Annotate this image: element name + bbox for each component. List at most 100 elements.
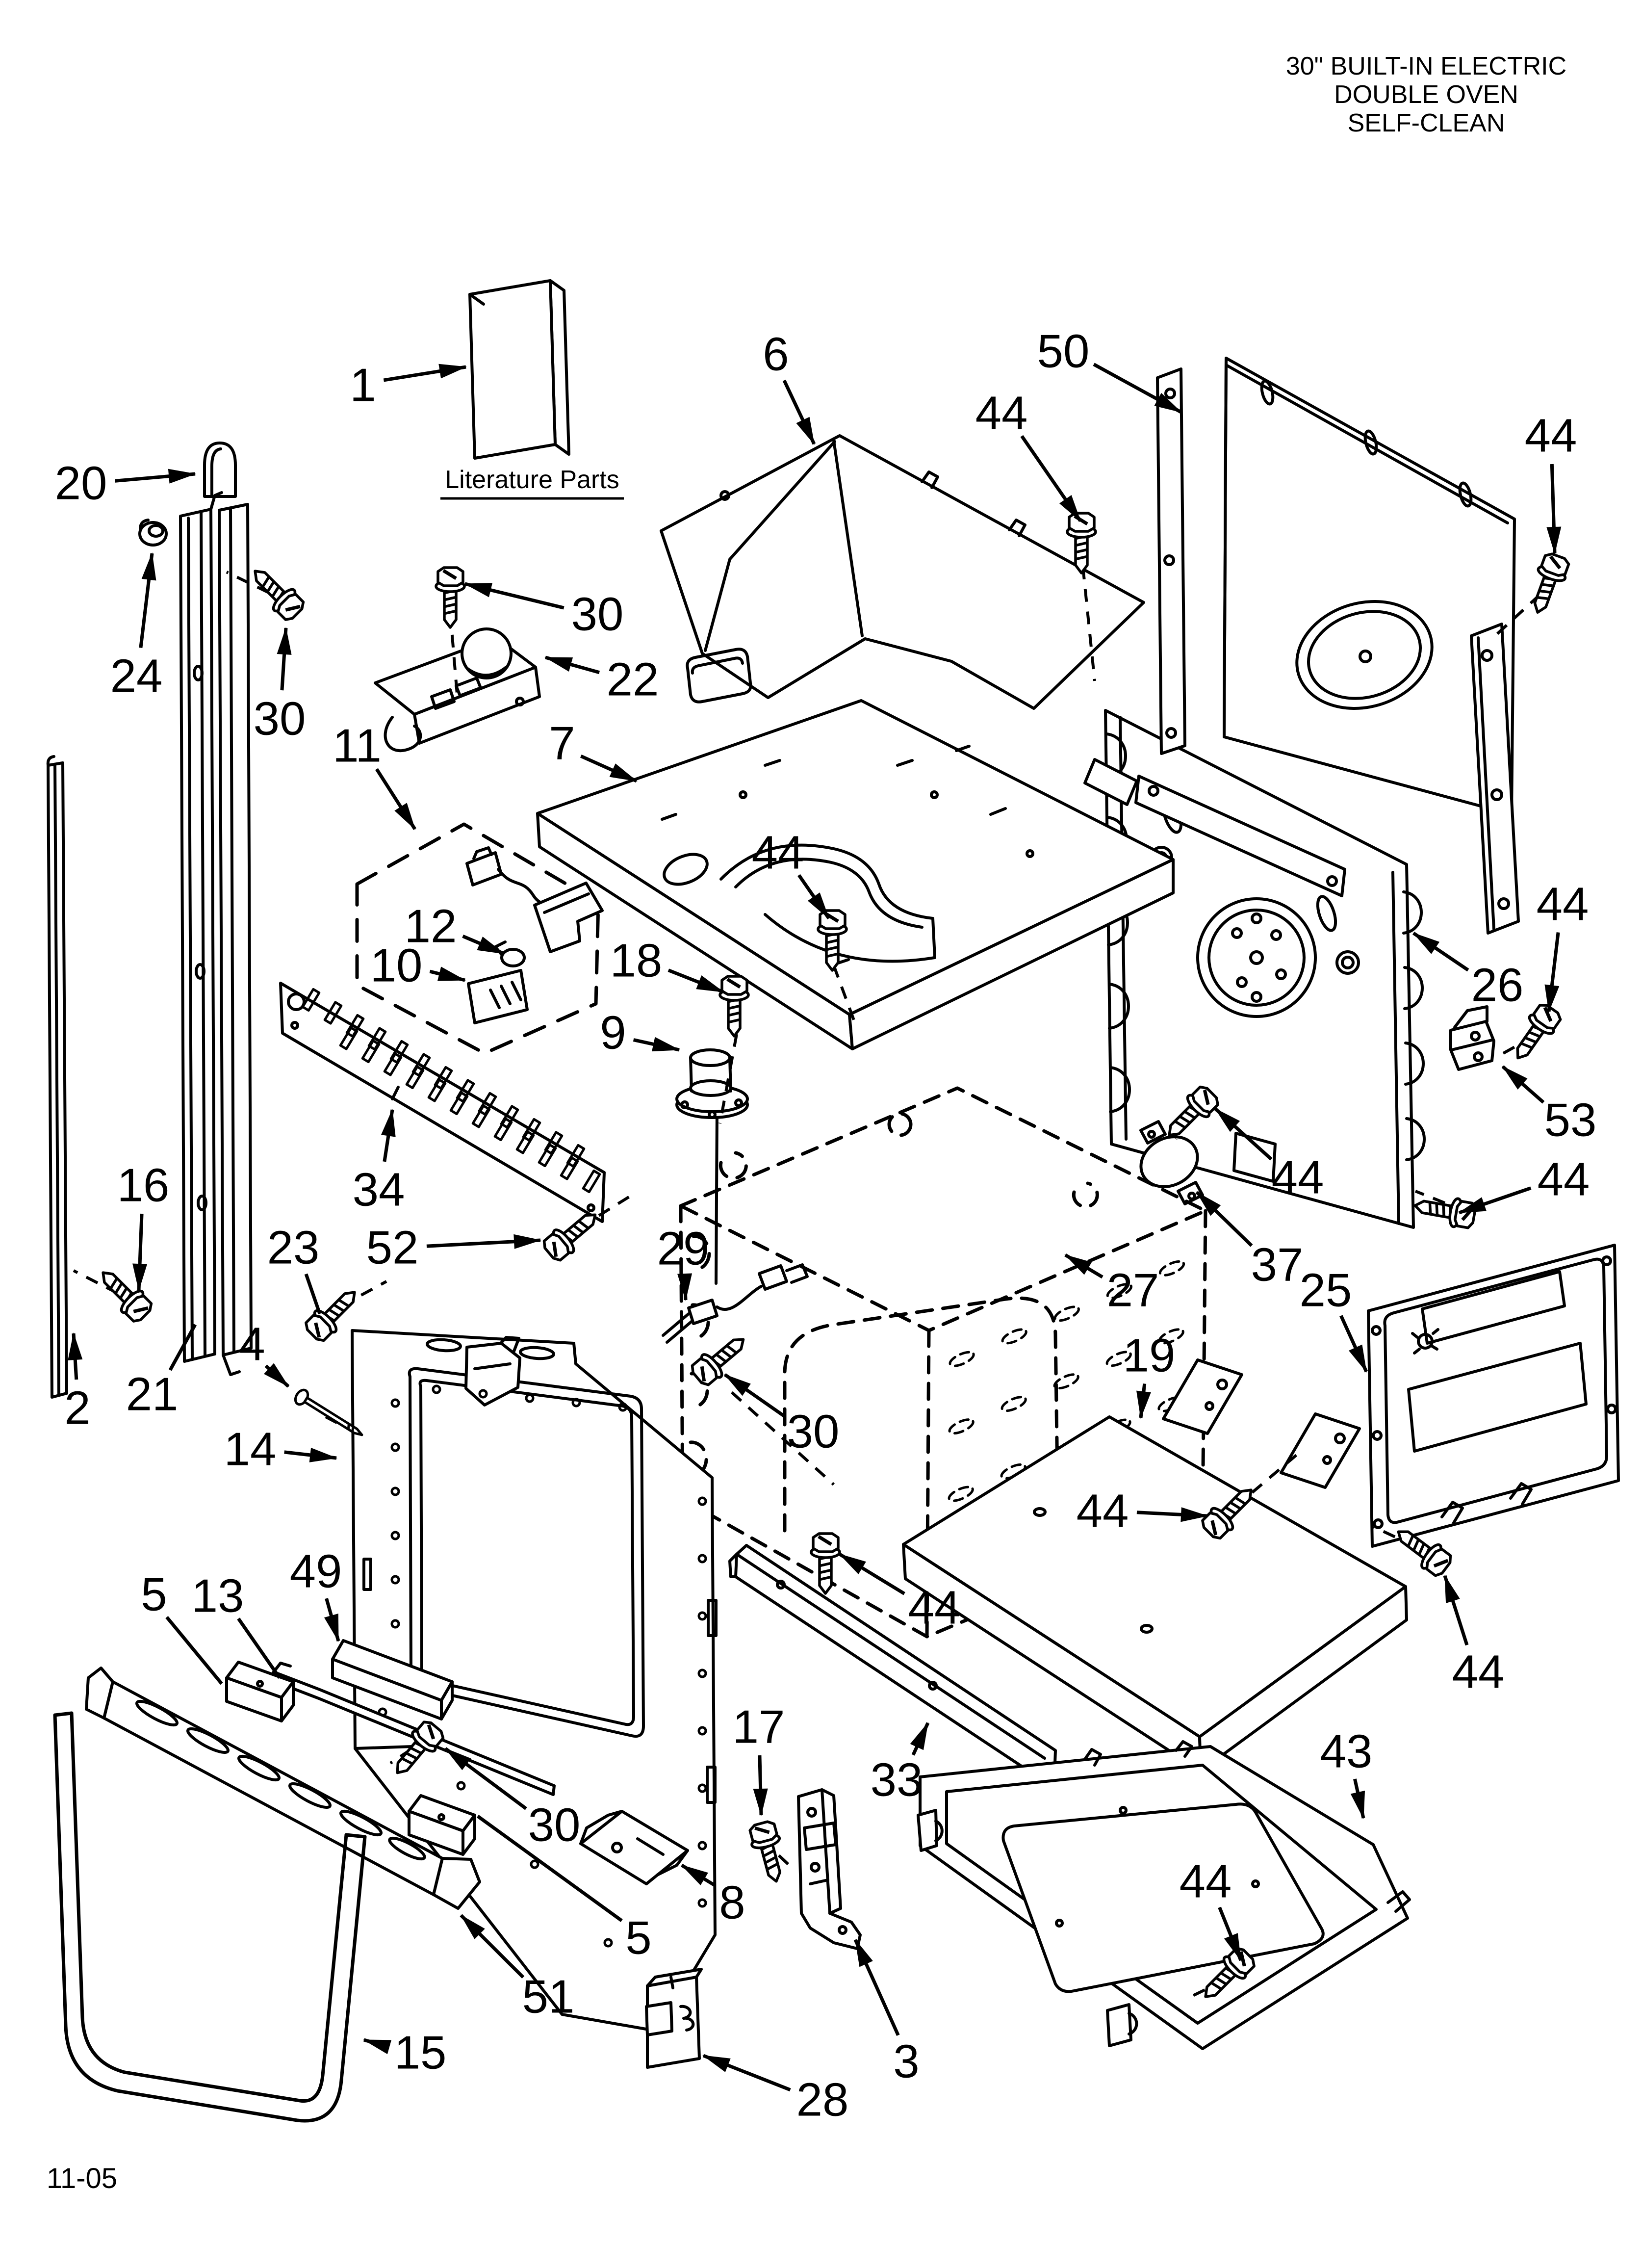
leader-line-44 bbox=[1546, 464, 1562, 554]
leader-line-43 bbox=[1350, 1778, 1365, 1819]
grille-slot bbox=[389, 1040, 409, 1064]
part-number-label-30: 30 bbox=[787, 1406, 840, 1458]
leader-line-49 bbox=[324, 1598, 340, 1642]
part-43-bottom-tray bbox=[917, 1740, 1411, 2050]
part-22-door-latch-assembly bbox=[374, 627, 541, 752]
frame-hole bbox=[697, 1611, 707, 1621]
part-number-label-4: 4 bbox=[239, 1318, 265, 1371]
part-number-label-44: 44 bbox=[908, 1582, 961, 1634]
leader-line-27 bbox=[1064, 1253, 1103, 1279]
part-number-label-8: 8 bbox=[719, 1877, 745, 1929]
frame-hole bbox=[390, 1486, 400, 1496]
screw-icon bbox=[436, 568, 464, 627]
part-5-spacer-block-right bbox=[408, 1794, 476, 1856]
leader-line-7 bbox=[580, 755, 638, 783]
part-number-label-44: 44 bbox=[1452, 1646, 1505, 1698]
leader-line-16 bbox=[132, 1213, 148, 1291]
part-27-oven-cavity bbox=[679, 1086, 1207, 1639]
leader-line-18 bbox=[667, 968, 724, 994]
part-number-label-18: 18 bbox=[610, 935, 663, 987]
part-21-side-trim-channels bbox=[179, 491, 253, 1376]
leader-line-21 bbox=[168, 1324, 197, 1371]
part-10-light-lens bbox=[467, 969, 529, 1024]
screw-icon bbox=[688, 1329, 752, 1389]
frame-hole bbox=[697, 1726, 707, 1736]
grille-slot bbox=[478, 1092, 497, 1116]
leader-line-1 bbox=[383, 364, 467, 382]
frame-hole bbox=[697, 1496, 707, 1506]
part-11-kit-dashed-box bbox=[355, 822, 600, 1055]
part-number-label-16: 16 bbox=[117, 1159, 170, 1212]
leader-line-44 bbox=[1214, 1107, 1273, 1161]
frame-hole bbox=[697, 1898, 707, 1908]
leader-line-51 bbox=[460, 1914, 525, 1979]
frame-hole bbox=[571, 1398, 581, 1408]
leader-line-19 bbox=[1136, 1383, 1151, 1419]
frame-hole bbox=[390, 1531, 400, 1540]
part-7-top-panel bbox=[536, 699, 1175, 1050]
leader-line-53 bbox=[1501, 1065, 1545, 1104]
leader-line-5 bbox=[165, 1616, 223, 1685]
leader-line-12 bbox=[462, 935, 505, 956]
part-34-vent-grille bbox=[279, 982, 606, 1223]
grille-slot bbox=[339, 1026, 359, 1050]
frame-hole bbox=[390, 1619, 400, 1629]
part-20-trim-end-cap bbox=[203, 442, 237, 498]
part-number-label-2: 2 bbox=[64, 1382, 90, 1434]
cavity-slot bbox=[1158, 1260, 1185, 1277]
grille-slot bbox=[361, 1039, 381, 1064]
cavity-slot bbox=[948, 1418, 975, 1435]
part-number-label-26: 26 bbox=[1471, 959, 1524, 1012]
screw-icon bbox=[720, 976, 748, 1036]
part-53-clip bbox=[1449, 1005, 1495, 1071]
frame-hole bbox=[697, 1783, 707, 1793]
part-number-label-30: 30 bbox=[528, 1799, 581, 1851]
grille-slot bbox=[500, 1105, 519, 1129]
frame-hole bbox=[603, 1938, 613, 1948]
grille-slot bbox=[449, 1091, 469, 1116]
frame-hole bbox=[697, 1554, 707, 1564]
grille-slot bbox=[405, 1065, 425, 1090]
leader-line-34 bbox=[381, 1109, 396, 1162]
part-number-label-22: 22 bbox=[607, 653, 659, 706]
frame-hole bbox=[478, 1389, 488, 1399]
part-6-heat-shield bbox=[660, 434, 1145, 710]
leader-line-8 bbox=[681, 1864, 717, 1887]
frame-hole bbox=[456, 1781, 466, 1791]
part-15-door-gasket bbox=[53, 1711, 367, 2123]
leader-line-30 bbox=[464, 582, 564, 610]
part-number-label-44: 44 bbox=[975, 387, 1028, 440]
leader-line-44 bbox=[839, 1553, 905, 1595]
title-line-1: 30" BUILT-IN ELECTRIC bbox=[1286, 52, 1566, 80]
frame-hole bbox=[390, 1575, 400, 1585]
leader-line-4 bbox=[264, 1363, 290, 1388]
part-2-side-trim-strip bbox=[46, 755, 68, 1399]
part-number-label-44: 44 bbox=[752, 827, 804, 879]
part-number-label-44: 44 bbox=[1272, 1151, 1324, 1204]
part-number-label-3: 3 bbox=[893, 2035, 919, 2088]
part-number-label-44: 44 bbox=[1180, 1855, 1232, 1908]
part-number-label-12: 12 bbox=[405, 900, 457, 953]
part-number-label-23: 23 bbox=[267, 1222, 320, 1274]
part-29-temp-sensor bbox=[662, 1263, 809, 1344]
cavity-slot bbox=[948, 1486, 974, 1502]
part-number-label-21: 21 bbox=[126, 1368, 179, 1421]
leader-line-44 bbox=[797, 874, 830, 919]
literature-parts-label: Literature Parts bbox=[445, 466, 619, 494]
leader-line-44 bbox=[1020, 435, 1082, 522]
grille-slot bbox=[411, 1053, 431, 1077]
part-8-shield-bracket bbox=[579, 1810, 689, 1885]
dash-line bbox=[777, 1854, 796, 1872]
dash-line bbox=[730, 1391, 835, 1486]
leader-line-44 bbox=[1443, 1575, 1469, 1646]
cavity-slot bbox=[1001, 1396, 1027, 1412]
part-number-label-28: 28 bbox=[796, 2074, 849, 2126]
frame-hole bbox=[432, 1384, 441, 1394]
grille-slot bbox=[515, 1130, 535, 1154]
part-number-label-25: 25 bbox=[1300, 1264, 1352, 1317]
leader-line-3 bbox=[853, 1939, 900, 2036]
cavity-slot bbox=[1158, 1328, 1184, 1345]
dash-line bbox=[1490, 593, 1541, 640]
